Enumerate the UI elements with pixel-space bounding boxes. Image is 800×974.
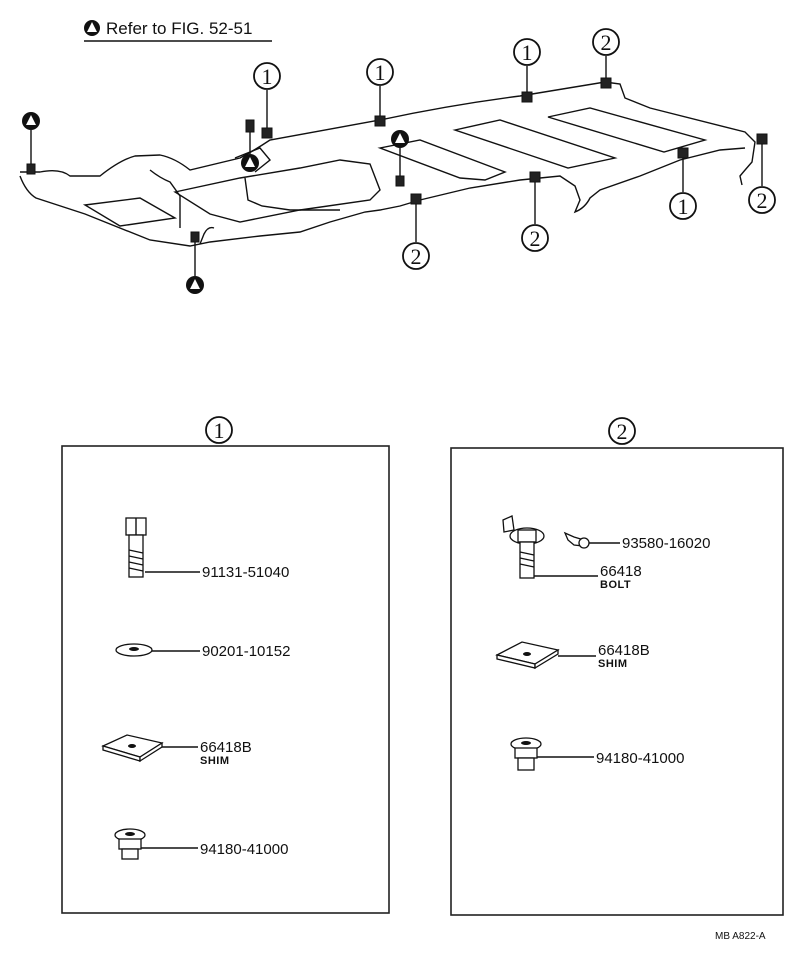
frame-overview: 1 1 1 1 2 2 2 2: [19, 28, 776, 294]
group-2-frame: [450, 447, 784, 916]
part-number: 94180-41000: [200, 841, 288, 858]
triangle-marker-icon: [186, 276, 204, 294]
group-1-number: 1: [214, 418, 225, 443]
part-number: 66418B: [200, 739, 252, 756]
part-sub-label: SHIM: [598, 658, 628, 670]
svg-text:2: 2: [530, 226, 541, 251]
group-1-callout: [205, 416, 233, 444]
group-2-callout: [608, 417, 636, 445]
frame-crossmember-2: [173, 159, 381, 223]
callout-2: 2: [748, 186, 776, 214]
triangle-marker-icon: [391, 130, 409, 148]
refer-text: Refer to FIG. 52-51: [106, 19, 252, 38]
part-number: 93580-16020: [622, 535, 710, 552]
part-number: 90201-10152: [202, 643, 290, 660]
shim-icon: [101, 734, 198, 763]
nut-icon: [114, 828, 198, 860]
svg-text:2: 2: [757, 188, 768, 213]
screw-icon: [563, 531, 620, 549]
callout-2: 2: [521, 224, 549, 252]
callout-1: 1: [513, 38, 541, 66]
refer-note: Refer to FIG. 52-51: [84, 19, 272, 42]
frame-crossmember-4: [452, 119, 618, 169]
svg-text:1: 1: [522, 40, 533, 65]
frame-crossmember-1: [82, 197, 178, 227]
bolt-icon: [125, 517, 200, 578]
part-number: 66418: [600, 563, 642, 580]
callout-1: 1: [669, 192, 697, 220]
triangle-marker-icon: [241, 154, 259, 172]
triangle-marker-icon: [22, 112, 40, 130]
diagram-code: MB A822-A: [715, 931, 766, 942]
mount-points: [26, 56, 768, 276]
callout-2: 2: [592, 28, 620, 56]
part-sub-label: BOLT: [600, 579, 631, 591]
group-2-panel: 2 93580-16020 66418 BOLT: [450, 417, 784, 916]
frame-rail-bottom: [19, 147, 746, 247]
bolt-with-bracket-icon: [502, 515, 598, 579]
shim-icon: [495, 641, 596, 670]
callout-1: 1: [253, 62, 281, 90]
frame-rail-top: [20, 81, 756, 186]
washer-icon: [115, 643, 200, 657]
part-number: 91131-51040: [202, 564, 289, 581]
frame-crossmember-3: [377, 139, 507, 181]
frame-crossmember-5: [547, 107, 708, 153]
nut-icon: [510, 737, 594, 771]
group-2-number: 2: [617, 419, 628, 444]
part-number: 66418B: [598, 642, 650, 659]
svg-text:2: 2: [601, 30, 612, 55]
part-number: 94180-41000: [596, 750, 684, 767]
callout-2: 2: [402, 242, 430, 270]
svg-text:1: 1: [375, 60, 386, 85]
svg-text:1: 1: [678, 194, 689, 219]
frame-engine-mount: [149, 169, 215, 245]
svg-text:1: 1: [262, 64, 273, 89]
callout-1: 1: [366, 58, 394, 86]
part-sub-label: SHIM: [200, 755, 230, 767]
group-1-panel: 1 91131-51040 90201-10152: [61, 416, 390, 914]
frame-side-bracket: [234, 147, 340, 211]
svg-text:2: 2: [411, 244, 422, 269]
triangle-symbol-icon: [84, 20, 100, 36]
